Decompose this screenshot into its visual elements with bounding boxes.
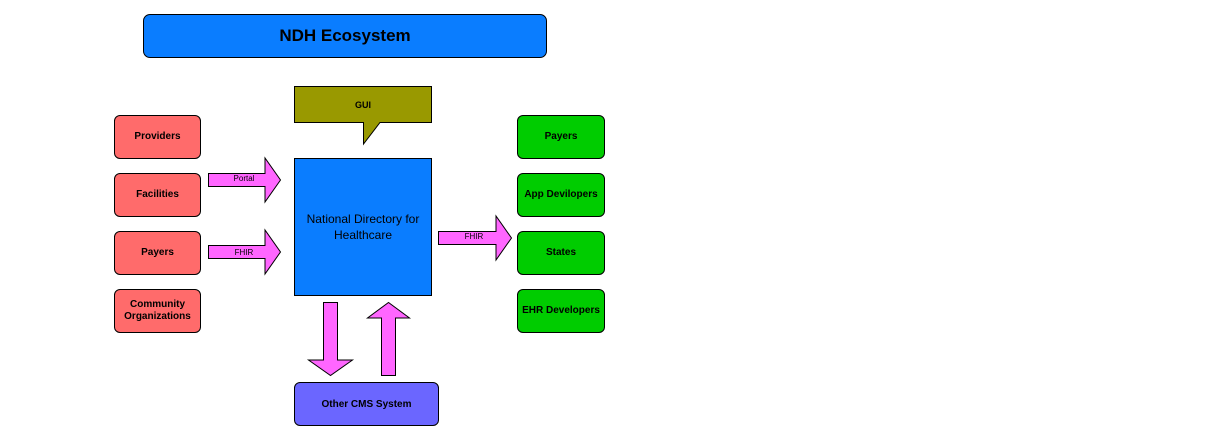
up-arrow-from-cms	[365, 301, 412, 376]
fhir-out-label: FHIR	[464, 232, 484, 241]
destination-states: States	[517, 231, 605, 275]
source-community-organizations: Community Organizations	[114, 289, 201, 333]
down-arrow-to-cms	[306, 302, 355, 377]
fhir-out-arrow	[438, 214, 513, 262]
source-payers: Payers	[114, 231, 201, 275]
portal-arrow	[208, 156, 282, 204]
gui-label: GUI	[354, 99, 371, 110]
national-directory-box: National Directory for Healthcare	[294, 158, 432, 296]
diagram-title: NDH Ecosystem	[143, 14, 547, 58]
fhir-in-label: FHIR	[234, 248, 254, 257]
source-facilities: Facilities	[114, 173, 201, 217]
source-providers: Providers	[114, 115, 201, 159]
destination-ehr-developers: EHR Developers	[517, 289, 605, 333]
portal-label: Portal	[233, 174, 255, 183]
destination-app-developers: App Devilopers	[517, 173, 605, 217]
destination-payers: Payers	[517, 115, 605, 159]
gui-callout-shape	[294, 86, 432, 146]
other-cms-system-box: Other CMS System	[294, 382, 439, 426]
fhir-in-arrow	[208, 228, 282, 276]
